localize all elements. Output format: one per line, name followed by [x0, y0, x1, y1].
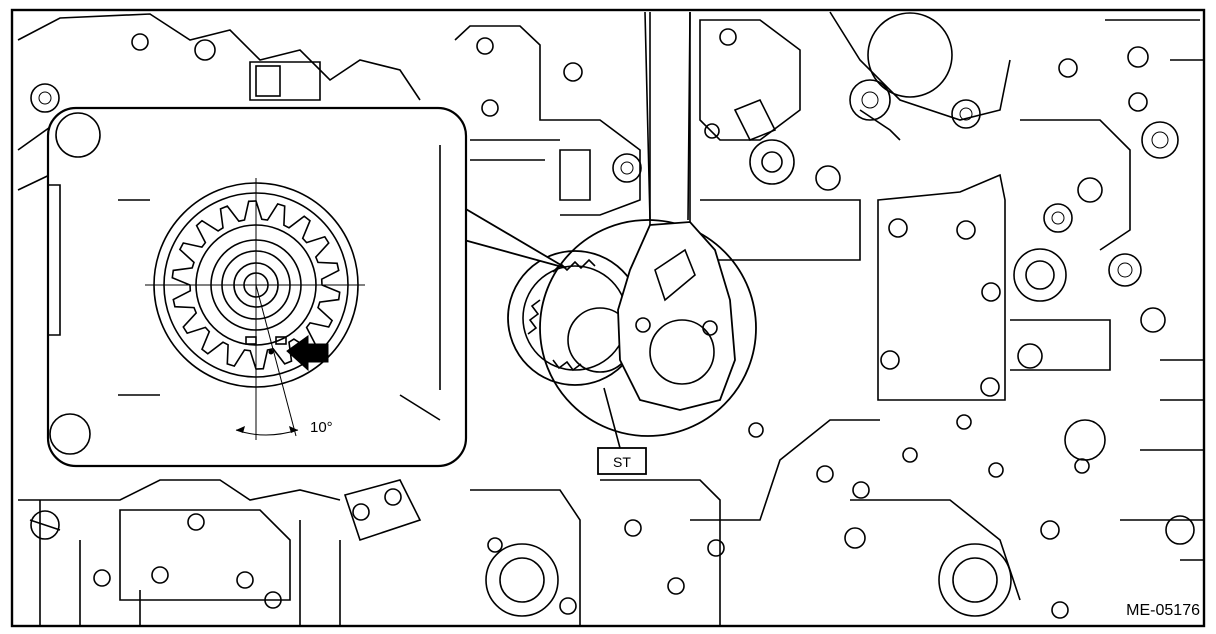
tool-label: ST — [613, 454, 631, 470]
figure-border — [10, 8, 1206, 628]
tool-label-box — [597, 447, 647, 475]
callout-pointer — [441, 194, 567, 269]
figure-code: ME-05176 — [1126, 602, 1200, 619]
arrow-pointer-icon — [286, 335, 329, 372]
angle-construction-lines — [145, 178, 365, 440]
sprocket-with-tool — [507, 12, 757, 475]
engine-block-background — [17, 11, 1204, 626]
angle-label: 10° — [310, 419, 333, 436]
